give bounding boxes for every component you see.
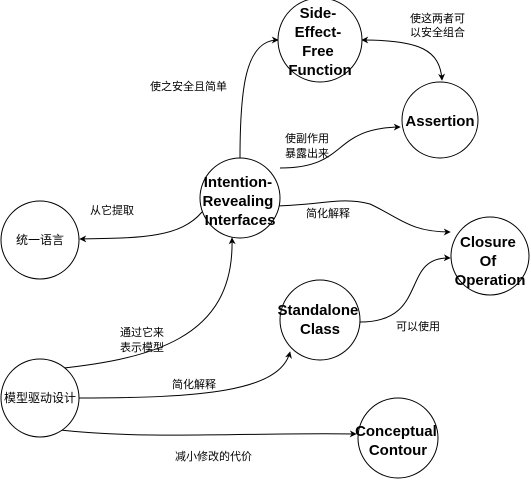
node-standalone-class: Standalone Class [277, 279, 362, 361]
edge-label-can-use: 可以使用 [396, 320, 440, 333]
edge-label-express-model: 通过它来 表示模型 [120, 325, 168, 354]
node-line: Operation [455, 272, 526, 289]
node-line: Of [480, 253, 498, 270]
svg-text:Intention- Revealing: Intention- Revealing Interfaces [202, 174, 277, 229]
edges [44, 36, 451, 438]
node-line: Side- [300, 5, 337, 22]
node-line: Interfaces [205, 212, 276, 229]
node-line: Assertion [405, 113, 474, 130]
edge-model-to-intention [44, 237, 236, 371]
edge-label-simplify-interpretation-1: 简化解释 [306, 206, 350, 220]
edge-intention-to-closure [267, 200, 451, 236]
svg-text:Assertion: Assertion [405, 113, 474, 130]
svg-text:Closure Of Ope: Closure Of Operation [455, 234, 526, 289]
edge-label-make-safe-simple: 使之安全且简单 [150, 79, 227, 93]
node-closure-of-operation: Closure Of Operation [450, 216, 530, 296]
edge-label-combine-safely: 使这两者可 以安全组合 [410, 11, 469, 39]
node-line: Free [302, 43, 334, 60]
node-line: Contour [369, 442, 427, 459]
edge-label-extract-from: 从它提取 [90, 203, 134, 217]
node-line: Standalone [277, 302, 358, 319]
node-line: Effect- [295, 24, 342, 41]
node-line: 模型驱动设计 [4, 391, 76, 405]
edge-model-to-contour [59, 429, 357, 438]
edge-intention-to-ubiquitous [79, 211, 203, 243]
svg-text:Side- Effect-: Side- Effect- Free Function [288, 5, 351, 79]
svg-text:Standalone Class: Standalone Class [277, 302, 362, 338]
node-assertion: Assertion [401, 81, 479, 159]
svg-text:Conceptual Contour: Conceptual Contour [355, 423, 441, 459]
node-side-effect-free-function: Side- Effect- Free Function [277, 0, 363, 83]
edge-sideeffect-assertion [361, 36, 446, 81]
node-line: Revealing [202, 193, 273, 210]
node-line: Class [300, 321, 340, 338]
node-line: Intention- [204, 174, 272, 191]
edge-intention-to-assertion [279, 123, 401, 169]
edge-label-simplify-interpretation-2: 简化解释 [172, 377, 216, 391]
svg-text:统一语言: 统一语言 [16, 233, 64, 247]
node-intention-revealing-interfaces: Intention- Revealing Interfaces [199, 157, 281, 239]
edge-model-to-standalone [77, 351, 292, 399]
node-model-driven-design: 模型驱动设计 [0, 358, 80, 438]
edge-intention-to-sideeffect [239, 36, 279, 159]
node-conceptual-contour: Conceptual Contour [355, 397, 441, 479]
node-line: Closure [460, 234, 516, 251]
node-line: Conceptual [355, 423, 437, 440]
edge-label-expose-side-effects: 使副作用 暴露出来 [285, 132, 333, 160]
node-line: 统一语言 [16, 233, 64, 247]
edge-standalone-to-closure [359, 254, 451, 323]
node-line: Function [288, 62, 351, 79]
edge-label-reduce-modification-cost: 减小修改的代价 [175, 449, 252, 463]
svg-text:模型驱动设计: 模型驱动设计 [4, 391, 76, 405]
node-ubiquitous-language: 统一语言 [0, 200, 80, 280]
